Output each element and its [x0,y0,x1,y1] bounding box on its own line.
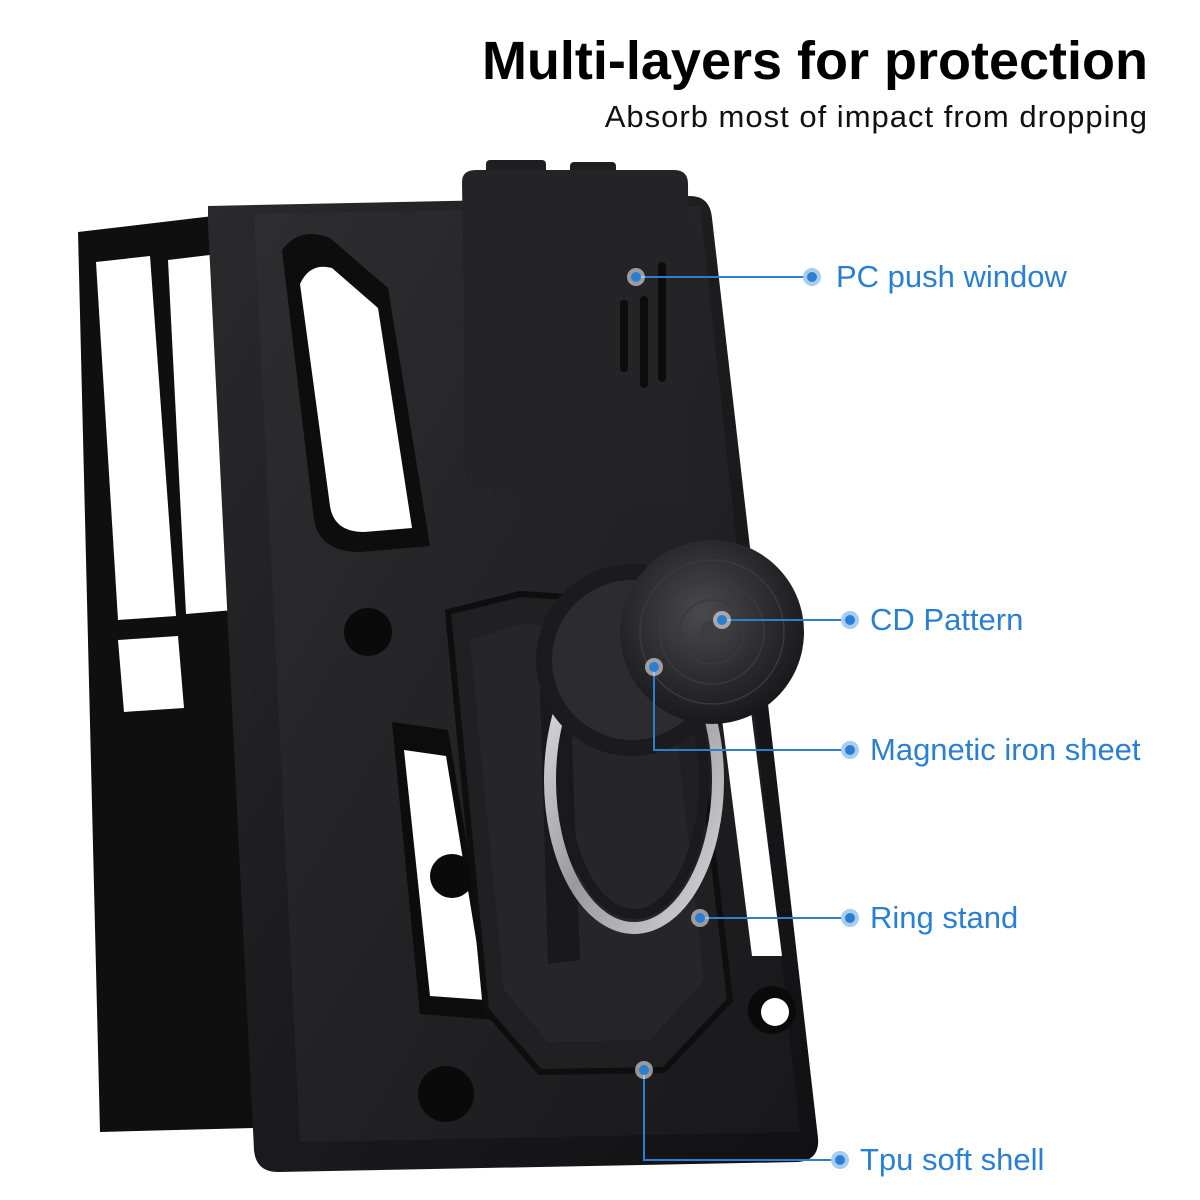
cd-disc [620,540,804,724]
page-title: Multi-layers for protection [481,31,1148,91]
dot-pc-push-window-start [627,268,645,286]
leader-magnetic-iron-sheet [653,667,850,751]
leader-tpu-soft-shell [643,1070,840,1161]
dot-magnetic-iron-sheet-start [645,658,663,676]
dot-magnetic-iron-sheet-end [841,741,859,759]
camera-slider [462,160,690,506]
callout-label-ring-stand: Ring stand [870,900,1019,935]
dot-ring-stand-end [841,909,859,927]
dot-cd-pattern-start [713,611,731,629]
callout-label-tpu-soft-shell: Tpu soft shell [860,1142,1045,1177]
dot-tpu-soft-shell-end [831,1151,849,1169]
callout-label-magnetic-iron-sheet: Magnetic iron sheet [870,732,1141,767]
dot-ring-stand-start [691,909,709,927]
callout-dots [627,268,859,1169]
dot-pc-push-window-end [803,268,821,286]
dot-cd-pattern-end [841,611,859,629]
callout-label-pc-push-window: PC push window [836,259,1067,294]
callout-label-cd-pattern: CD Pattern [870,602,1024,637]
dot-tpu-soft-shell-start [635,1061,653,1079]
page-subtitle: Absorb most of impact from dropping [604,99,1148,134]
callout-leaders [636,276,850,1161]
